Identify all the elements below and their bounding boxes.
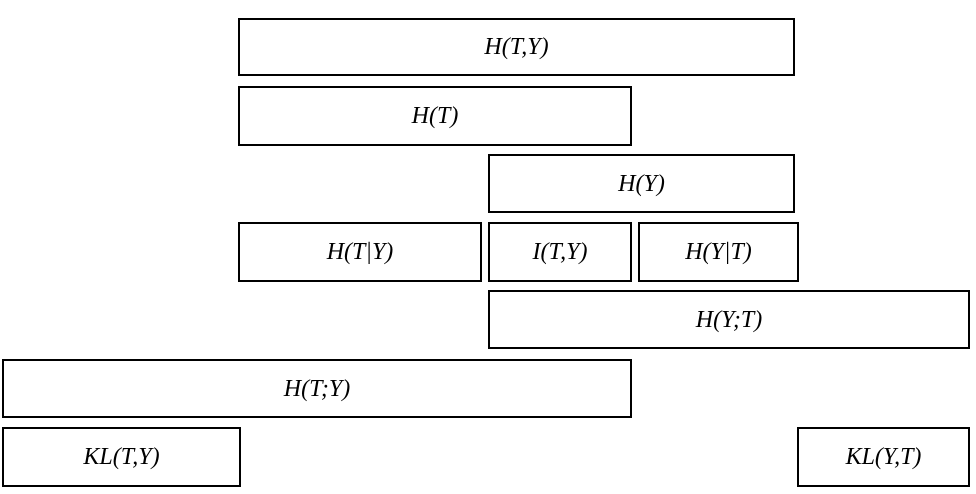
entropy-y-label: H(Y) bbox=[618, 170, 665, 197]
conditional-entropy-t-given-y-box: H(T|Y) bbox=[238, 222, 482, 282]
entropy-t-box: H(T) bbox=[238, 86, 632, 146]
entropy-y-box: H(Y) bbox=[488, 154, 795, 213]
entropy-t-label: H(T) bbox=[411, 103, 459, 129]
conditional-entropy-y-given-t-label: H(Y|T) bbox=[685, 239, 752, 265]
cross-entropy-t-y-label: H(T;Y) bbox=[283, 375, 351, 402]
mutual-information-box: I(T,Y) bbox=[488, 222, 632, 282]
joint-entropy-box: H(T,Y) bbox=[238, 18, 795, 76]
kl-divergence-y-t-label: KL(Y,T) bbox=[845, 444, 922, 470]
cross-entropy-y-t-label: H(Y;T) bbox=[695, 306, 763, 333]
kl-divergence-t-y-box: KL(T,Y) bbox=[2, 427, 241, 487]
cross-entropy-y-t-box: H(Y;T) bbox=[488, 290, 970, 349]
cross-entropy-t-y-box: H(T;Y) bbox=[2, 359, 632, 418]
conditional-entropy-t-given-y-label: H(T|Y) bbox=[326, 239, 394, 265]
mutual-information-label: I(T,Y) bbox=[532, 239, 588, 265]
conditional-entropy-y-given-t-box: H(Y|T) bbox=[638, 222, 799, 282]
kl-divergence-y-t-box: KL(Y,T) bbox=[797, 427, 970, 487]
kl-divergence-t-y-label: KL(T,Y) bbox=[83, 444, 160, 470]
joint-entropy-label: H(T,Y) bbox=[484, 34, 549, 60]
